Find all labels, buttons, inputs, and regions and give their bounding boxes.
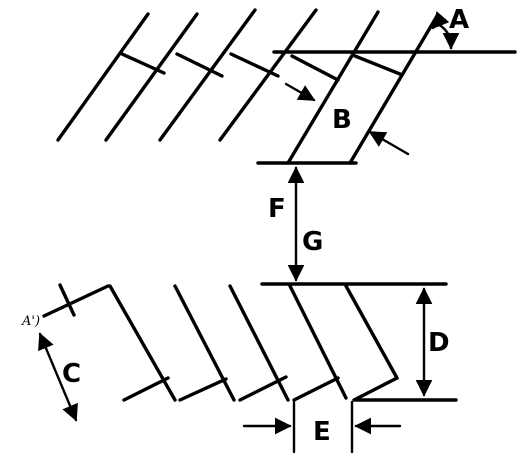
lower-blade-1-trailing [58, 283, 76, 317]
lower-blade-6-foot [352, 376, 399, 402]
upper-blade-6 [348, 14, 439, 165]
dimension-c-arrow [38, 332, 78, 422]
label-a-prime: A') [21, 314, 40, 329]
angle-a-arrow-top [431, 11, 450, 30]
label-g: G [302, 227, 323, 257]
upper-blade-1 [56, 12, 150, 142]
label-f: F [268, 194, 286, 224]
lower-blade-4 [228, 284, 290, 402]
dimension-b-arrow-left [284, 82, 316, 102]
upper-pitch-tick-1 [120, 52, 166, 75]
dimension-b-arrow-right [368, 130, 410, 156]
label-a: A [449, 5, 469, 35]
upper-cascade [56, 8, 517, 165]
label-d: D [428, 328, 450, 358]
dimension-e [242, 400, 402, 454]
lower-blade-3 [173, 284, 236, 402]
lower-blade-4-foot [238, 375, 288, 402]
label-b: B [332, 105, 352, 135]
lower-blade-2 [108, 284, 177, 402]
lower-blade-6 [344, 284, 399, 380]
lower-blade-5-foot [292, 376, 340, 402]
upper-pitch-tick-5 [353, 54, 402, 76]
lower-blade-5 [288, 284, 348, 400]
lower-cascade [42, 282, 458, 402]
upper-pitch-tick-4 [290, 54, 340, 82]
angle-a-indicator [431, 11, 460, 50]
upper-pitch-tick-2 [175, 52, 224, 78]
dimension-c [38, 332, 78, 422]
upper-blade-3 [158, 8, 257, 142]
label-c: C [62, 359, 81, 389]
lower-blade-1-leading [42, 284, 110, 318]
lower-blade-2-foot [122, 376, 170, 402]
upper-blade-2 [104, 12, 199, 142]
lower-blade-3-foot [178, 377, 228, 402]
upper-blade-4 [218, 8, 318, 142]
dimension-b [284, 82, 410, 156]
upper-pitch-tick-3 [229, 52, 280, 78]
label-e: E [313, 417, 331, 447]
upper-blade-5 [286, 10, 380, 165]
